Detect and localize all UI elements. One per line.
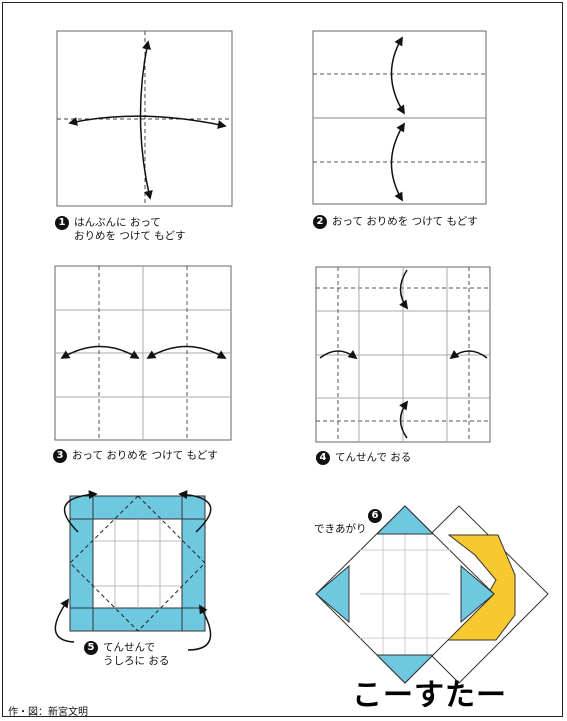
author-credit: 作・図：新宮文明	[8, 707, 88, 718]
step4-number-badge: 4	[316, 451, 330, 465]
step1-caption: 1 はんぶんに おって おりめを つけて もどす	[55, 216, 185, 243]
step2-number-badge: 2	[313, 215, 327, 229]
step4-caption: 4 てんせんで おる	[316, 451, 411, 465]
step4-diagram	[315, 266, 491, 443]
step6-caption-badge: 6	[368, 509, 387, 523]
step1-text-line2: おりめを つけて もどす	[74, 230, 186, 242]
step5-caption: 5 てんせんで うしろに おる	[84, 641, 169, 668]
step1-number-badge: 1	[55, 216, 69, 230]
step1-text-line1: はんぶんに おって	[74, 216, 161, 229]
step5-text-line2: うしろに おる	[103, 655, 170, 667]
step3-caption: 3 おって おりめを つけて もどす	[53, 449, 218, 463]
step5-diagram	[54, 490, 212, 651]
step6-number-badge: 6	[368, 509, 382, 523]
step3-number-badge: 3	[53, 449, 67, 463]
step6-diagram	[315, 505, 549, 684]
step5-number-badge: 5	[84, 641, 98, 655]
step3-text: おって おりめを つけて もどす	[72, 449, 218, 462]
step4-text: てんせんで おる	[335, 451, 412, 464]
step5-text-line1: てんせんで	[103, 641, 155, 654]
page-title: こーすたー	[352, 678, 507, 713]
step2-text: おって おりめを つけて もどす	[332, 215, 478, 228]
step6-caption-text: できあがり	[314, 523, 367, 535]
step2-caption: 2 おって おりめを つけて もどす	[313, 215, 478, 229]
step3-diagram	[54, 265, 232, 441]
step2-diagram	[312, 30, 487, 205]
step1-diagram	[56, 30, 233, 207]
